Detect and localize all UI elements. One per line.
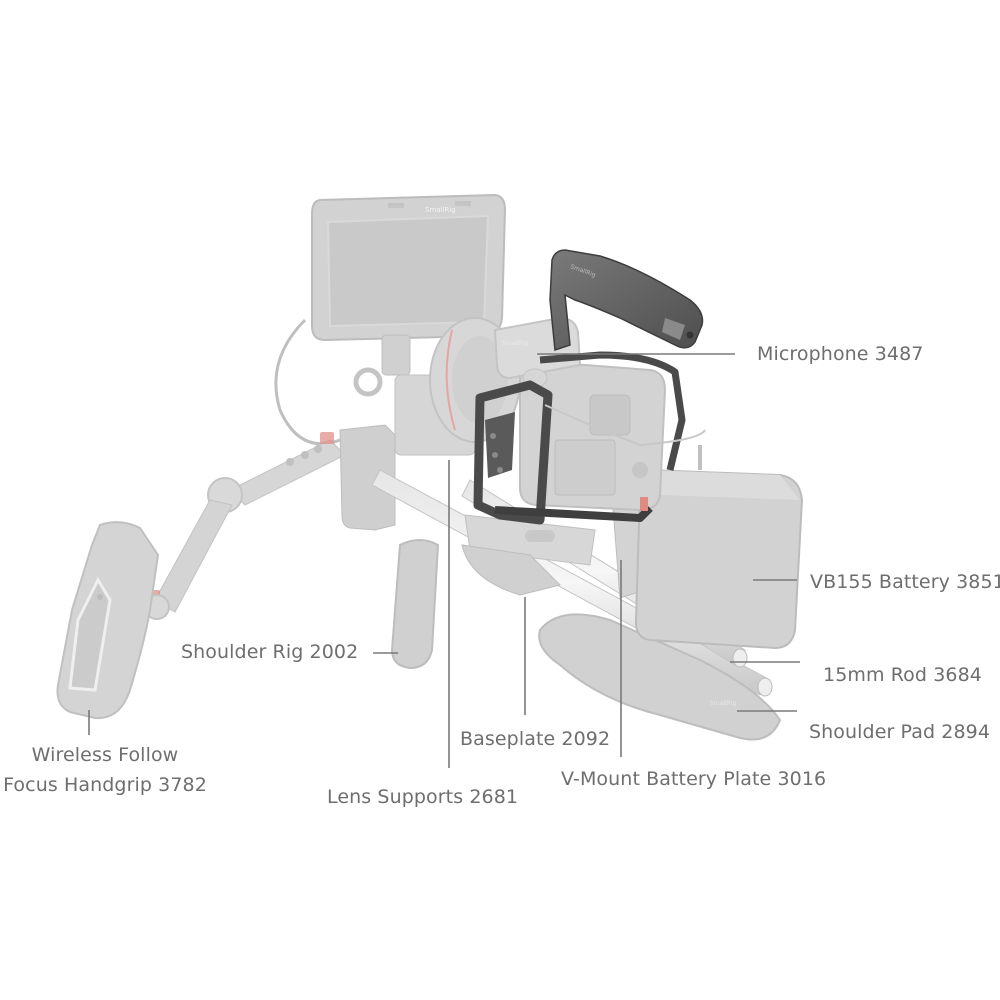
baseplate [461, 514, 596, 596]
label-follow-focus: Wireless Follow Focus Handgrip 3782 [0, 740, 210, 800]
follow-focus-handgrip [56, 521, 160, 720]
label-vb155-battery: VB155 Battery 3851 [810, 571, 1000, 593]
label-lens-supports: Lens Supports 2681 [327, 786, 519, 808]
top-handle: SmallRig [549, 249, 704, 352]
camera-cage [473, 351, 706, 525]
shoulder-pad: SmallRig [538, 613, 782, 741]
label-15mm-rod: 15mm Rod 3684 [823, 664, 982, 686]
monitor: SmallRig [311, 193, 507, 342]
label-baseplate: Baseplate 2092 [460, 728, 611, 750]
svg-text:SmallRig: SmallRig [502, 340, 529, 347]
shoulder-rig-arm [144, 432, 346, 620]
label-microphone: Microphone 3487 [757, 343, 924, 365]
vb155-battery [634, 445, 804, 650]
label-vmount-plate: V-Mount Battery Plate 3016 [561, 768, 827, 790]
label-follow-focus-line1: Wireless Follow [31, 744, 179, 766]
monitor-brand-mark: SmallRig [425, 206, 456, 214]
label-follow-focus-line2: Focus Handgrip 3782 [3, 774, 207, 796]
monitor-cable [274, 318, 341, 446]
label-shoulder-rig: Shoulder Rig 2002 [181, 641, 359, 663]
leader-lines [88, 353, 800, 768]
camera-body [519, 358, 667, 512]
svg-text:SmallRig: SmallRig [710, 700, 737, 707]
label-shoulder-pad: Shoulder Pad 2894 [809, 721, 991, 743]
rig-handgrip [390, 539, 440, 670]
